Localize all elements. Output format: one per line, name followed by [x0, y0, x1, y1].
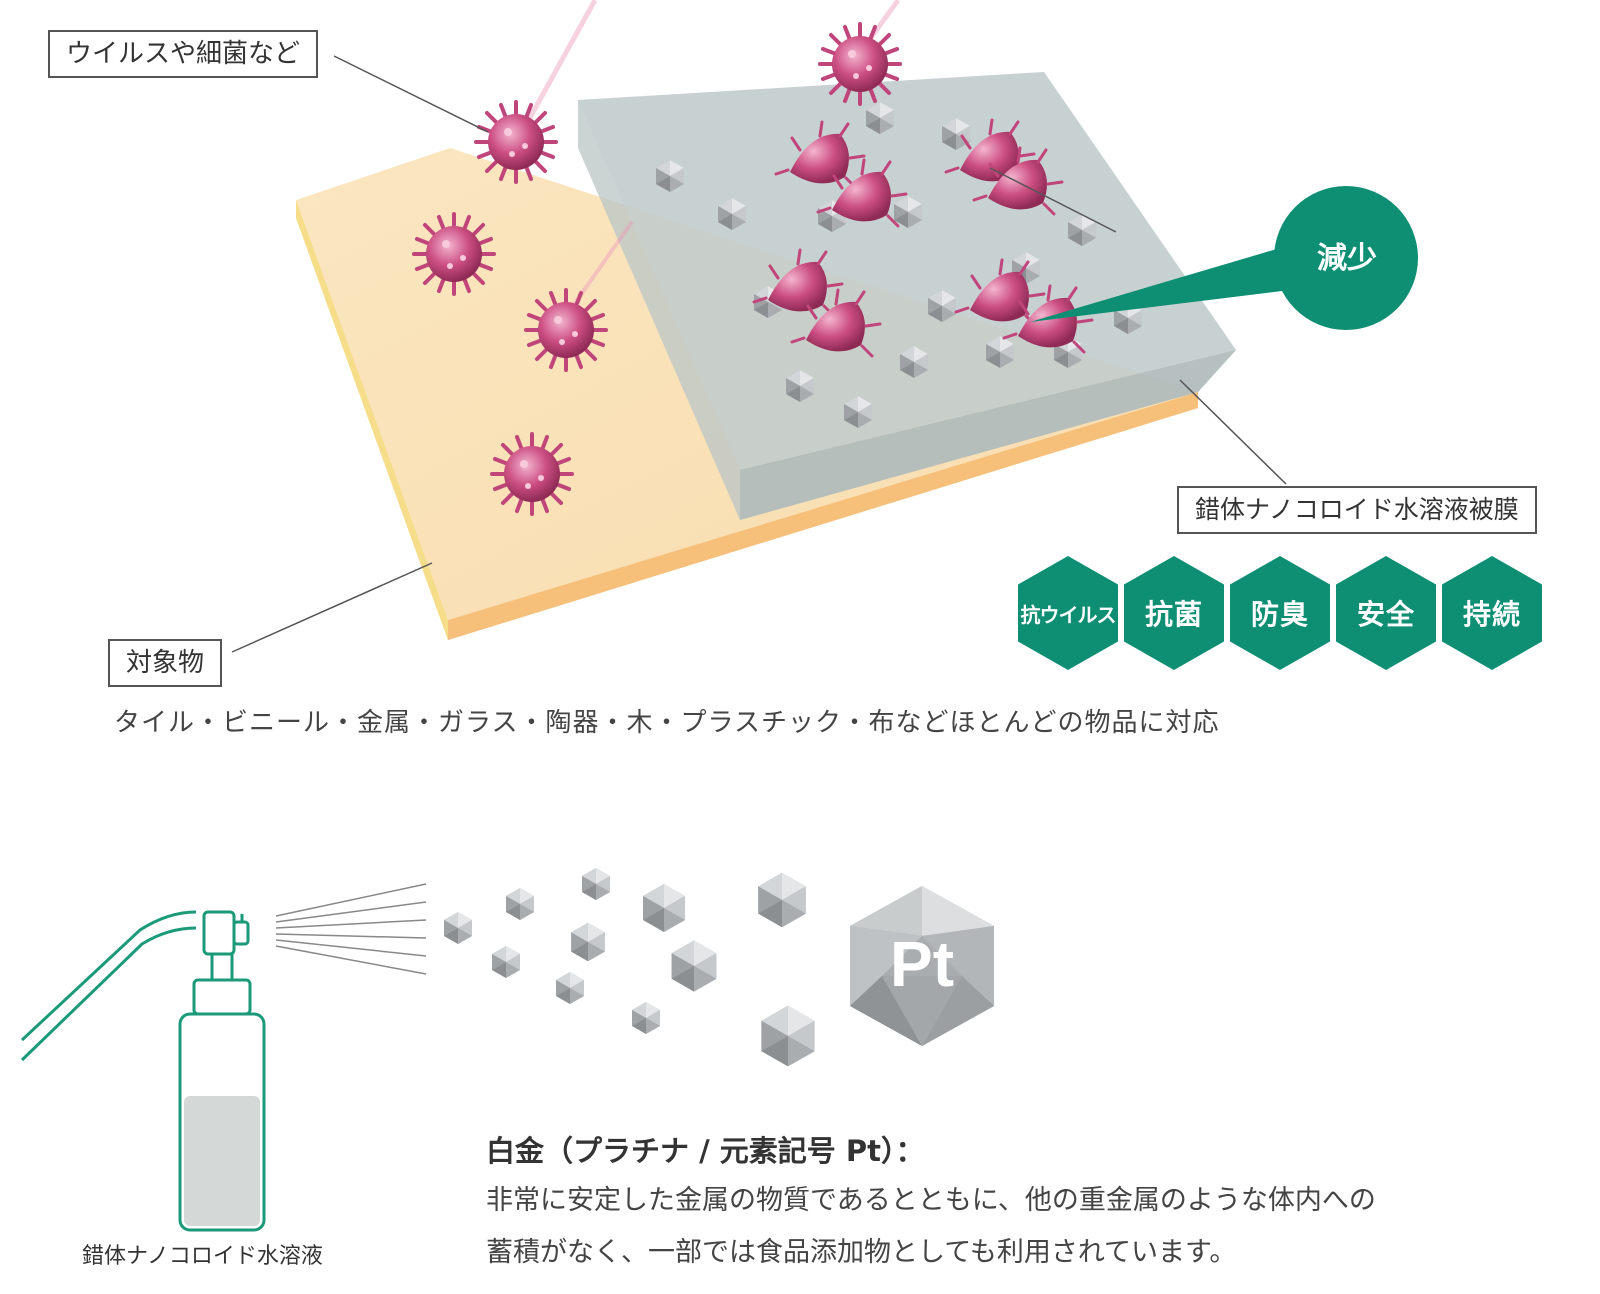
badge-safe: 安全	[1336, 556, 1436, 670]
leader-lines	[231, 55, 1287, 653]
target-object-label: 対象物	[108, 639, 223, 687]
badge-lasting: 持続	[1442, 556, 1542, 670]
spray-particles	[444, 868, 815, 1067]
badge-lasting-label: 持続	[1442, 556, 1542, 670]
decrease-bubble	[1030, 186, 1418, 330]
platinum-crystal: Pt	[850, 886, 994, 1046]
badge-antibacterial: 抗菌	[1124, 556, 1224, 670]
supported-materials-text: タイル・ビニール・金属・ガラス・陶器・木・プラスチック・布などほとんどの物品に対…	[114, 708, 1220, 738]
platinum-description-line1: 非常に安定した金属の物質であるとともに、他の重金属のような体内への	[486, 1185, 1376, 1216]
badge-deodorant-label: 防臭	[1230, 556, 1330, 670]
pt-symbol: Pt	[890, 928, 954, 1000]
coating-film	[578, 72, 1236, 520]
virus-bacteria-label: ウイルスや細菌など	[48, 30, 319, 78]
spray-bottle	[20, 910, 266, 1232]
bottle-label: 錯体ナノコロイド水溶液	[82, 1244, 323, 1269]
platinum-description-line2: 蓄積がなく、一部では食品添加物としても利用されています。	[486, 1237, 1237, 1268]
badge-deodorant: 防臭	[1230, 556, 1330, 670]
badge-antivirus: 抗ウイルス	[1018, 556, 1118, 670]
decrease-label: 減少	[1317, 241, 1377, 276]
badge-safe-label: 安全	[1336, 556, 1436, 670]
coating-film-label: 錯体ナノコロイド水溶液被膜	[1177, 486, 1537, 534]
badge-antivirus-label: 抗ウイルス	[1018, 556, 1118, 670]
spray-lines	[275, 883, 427, 975]
platinum-title: 白金（プラチナ / 元素記号 Pt）：	[486, 1134, 925, 1168]
badge-antibacterial-label: 抗菌	[1124, 556, 1224, 670]
